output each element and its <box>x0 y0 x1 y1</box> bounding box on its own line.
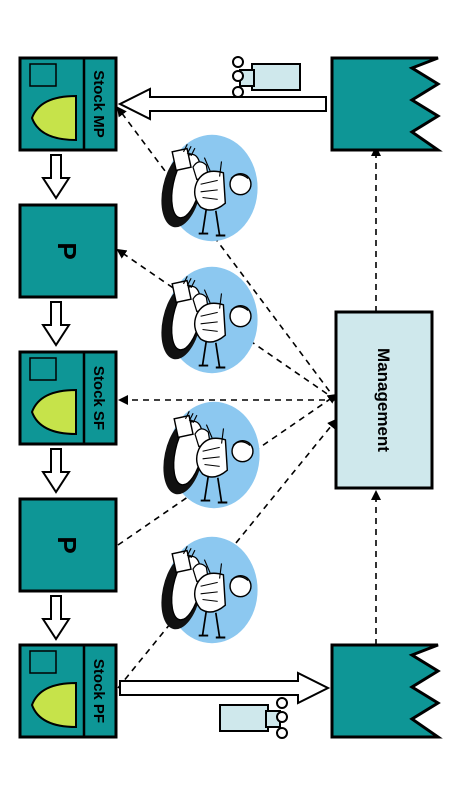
inbound-truck-icon <box>232 56 301 98</box>
stock-window-icon <box>29 357 57 381</box>
flow-arrow-down-icon <box>41 301 71 347</box>
material-flow-arrows <box>41 87 331 705</box>
worker-icon <box>154 535 259 645</box>
flow-arrow-down-icon <box>41 448 71 494</box>
station-stock-pf: Stock PF <box>18 643 118 739</box>
management-box: Management <box>334 310 434 490</box>
worker-icon <box>154 265 259 375</box>
worker-icon <box>156 400 261 510</box>
station-stock-mp: Stock MP <box>18 56 118 152</box>
station-label: Stock SF <box>90 366 107 430</box>
info-line-stock-mp <box>116 106 337 401</box>
management-label: Management <box>374 348 393 452</box>
station-process-2: P <box>18 497 118 593</box>
station-stock-sf: Stock SF <box>18 350 118 446</box>
inventory-triangle-icon <box>30 681 77 729</box>
station-label: P <box>52 242 82 259</box>
outbound-push-arrow-icon <box>119 671 331 705</box>
supplier-factory-icon <box>330 56 443 152</box>
stock-window-icon <box>29 63 57 87</box>
station-label: Stock PF <box>90 659 107 723</box>
station-label: P <box>52 536 82 553</box>
flow-arrow-down-icon <box>41 154 71 200</box>
station-process-1: P <box>18 203 118 299</box>
customer-factory-icon <box>330 643 443 739</box>
outbound-truck-icon <box>219 697 288 739</box>
flow-arrow-down-icon <box>41 595 71 641</box>
info-line-stock-pf <box>117 418 338 689</box>
inbound-push-arrow-icon <box>117 87 327 121</box>
inventory-triangle-icon <box>30 388 77 436</box>
station-label: Stock MP <box>90 70 107 138</box>
worker-icon <box>154 133 259 243</box>
stock-window-icon <box>29 650 57 674</box>
inventory-triangle-icon <box>30 94 77 142</box>
